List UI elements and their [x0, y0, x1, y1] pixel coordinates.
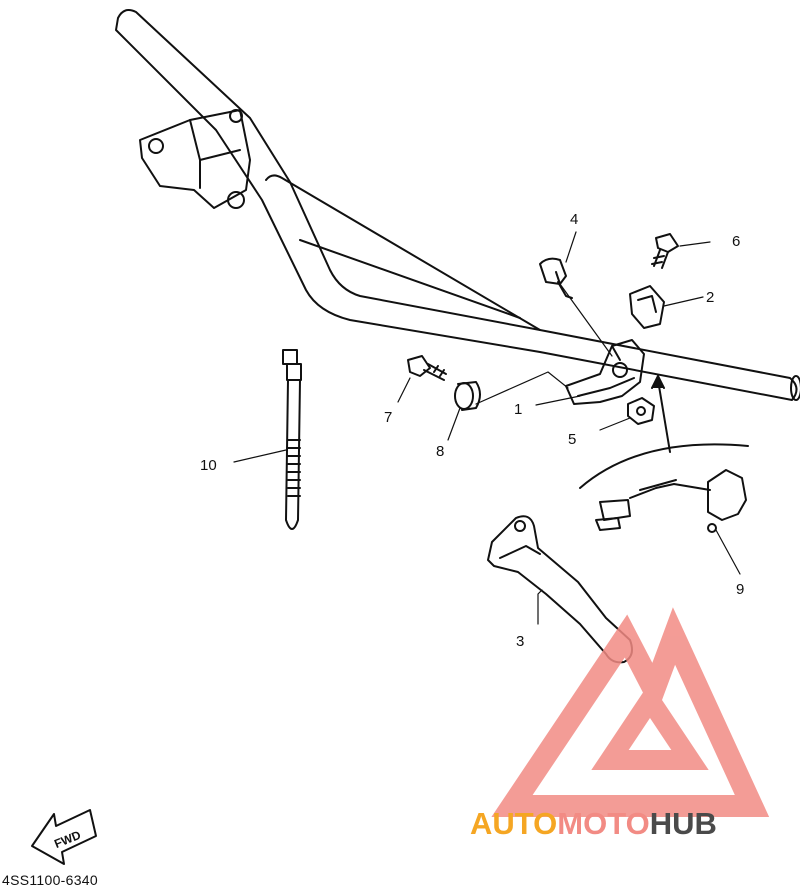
callout-2: 2 — [706, 289, 714, 306]
clamp — [629, 285, 665, 329]
callout-4: 4 — [570, 211, 578, 228]
brand-part-hub: HUB — [649, 806, 717, 841]
callout-6: 6 — [732, 233, 740, 250]
nut — [627, 397, 655, 425]
part-code: 4SS1100-6340 — [2, 872, 98, 888]
assembly-arrow — [651, 375, 671, 453]
callout-7: 7 — [384, 409, 392, 426]
callout-3: 3 — [516, 633, 524, 650]
switch-assembly — [579, 443, 749, 533]
handlebar — [115, 9, 800, 401]
callout-10: 10 — [200, 457, 217, 474]
watermark-logo — [491, 607, 770, 817]
callout-5: 5 — [568, 431, 576, 448]
watermark-brand: AUTOMOTOHUB — [470, 806, 717, 842]
fwd-arrow: FWD — [31, 809, 97, 865]
leader-lines — [233, 231, 741, 625]
pivot-bolt — [539, 257, 573, 299]
bolt-7 — [407, 355, 447, 381]
callout-9: 9 — [736, 581, 744, 598]
callout-1: 1 — [514, 401, 522, 418]
cable-tie — [282, 349, 302, 530]
brand-part-auto: AUTO — [470, 806, 558, 841]
collar — [454, 381, 481, 411]
bolt-6 — [651, 233, 679, 269]
handlebar-clamp — [139, 109, 251, 209]
brand-part-moto: MOTO — [557, 806, 650, 841]
lever-holder — [565, 339, 645, 405]
callout-labels: 1 2 3 4 5 6 7 8 9 10 — [200, 211, 744, 650]
callout-8: 8 — [436, 443, 444, 460]
